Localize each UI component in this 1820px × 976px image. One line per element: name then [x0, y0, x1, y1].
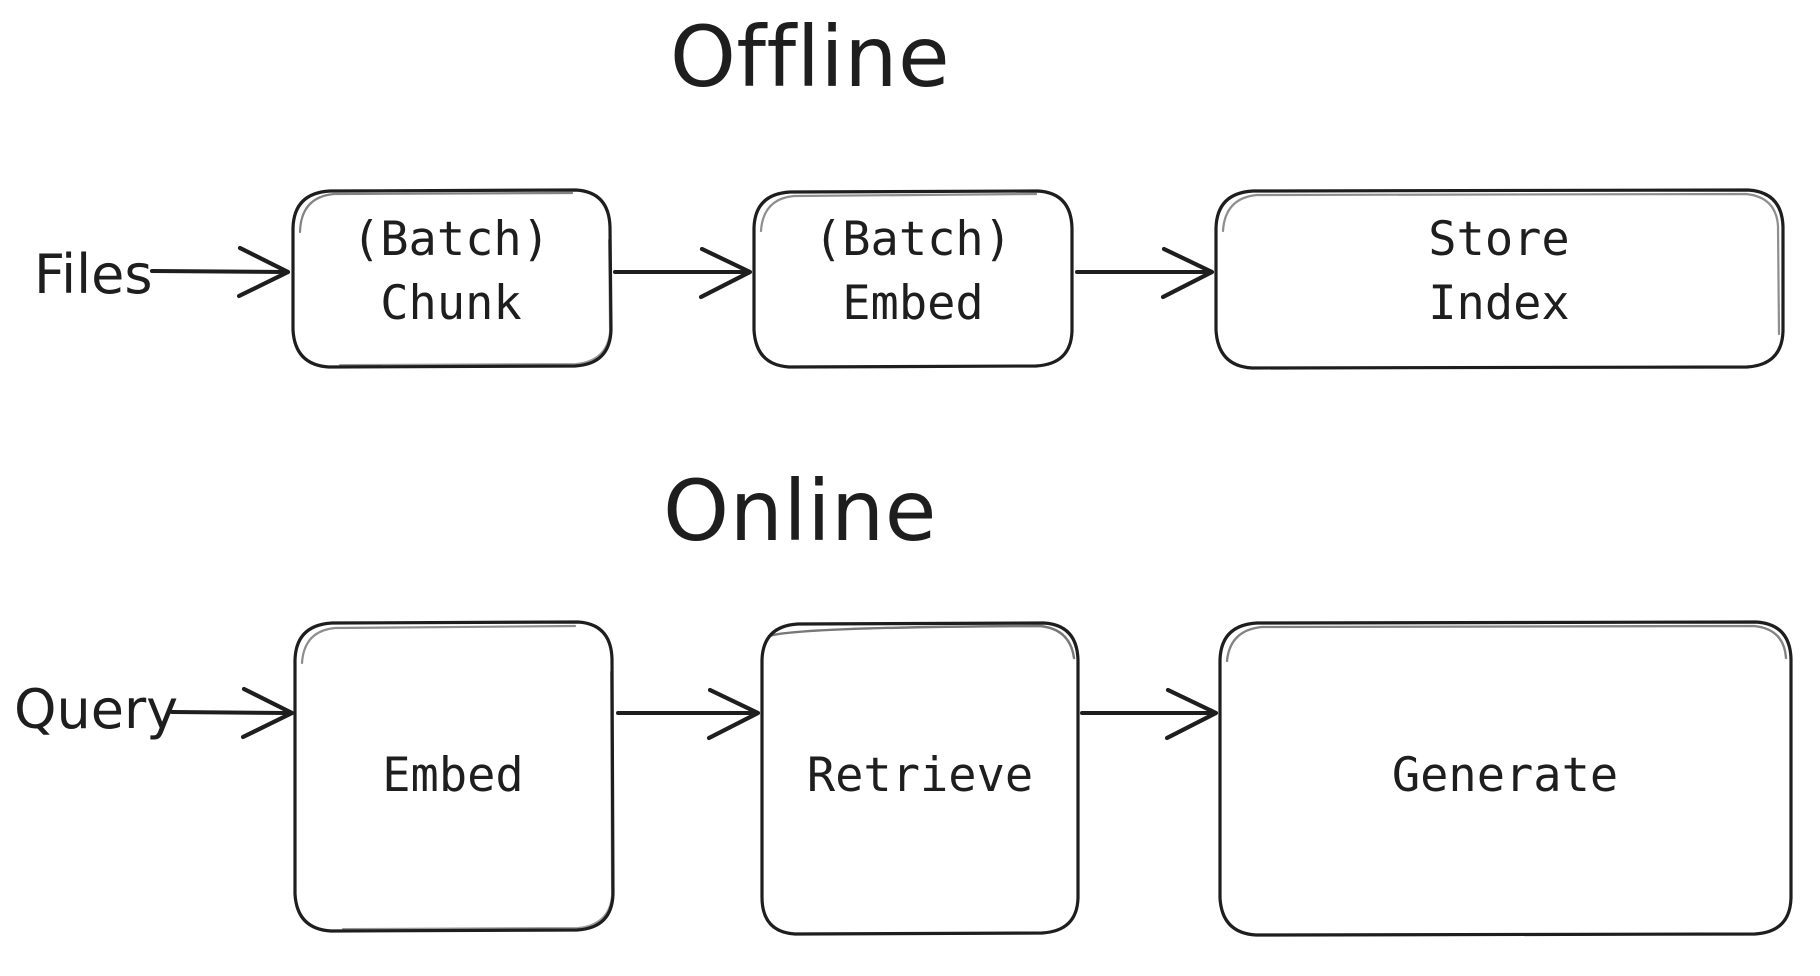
node-shape-batch-chunk	[291, 188, 613, 369]
source-label-files: Files	[34, 243, 153, 306]
arrow-retrieve-to-generate	[1080, 687, 1219, 741]
node-label-retrieve: Retrieve	[806, 748, 1034, 803]
section-title-online: Online	[663, 462, 937, 560]
node-label-batch-embed-line2: Embed	[842, 276, 984, 331]
node-label-generate: Generate	[1391, 748, 1619, 803]
node-label-batch-chunk-line2: Chunk	[380, 276, 522, 331]
arrow-chunk-to-embed	[613, 246, 753, 300]
node-label-batch-chunk-line1: (Batch)	[351, 212, 551, 267]
node-shape-generate	[1218, 620, 1793, 937]
node-shape-retrieve	[760, 621, 1080, 936]
arrow-embed-to-retrieve	[616, 687, 761, 741]
node-shape-batch-embed	[752, 189, 1074, 369]
node-label-store-index-line1: Store	[1428, 212, 1570, 267]
node-shape-embed	[293, 620, 615, 933]
arrow-files-to-chunk	[150, 245, 291, 299]
arrow-embed-to-store	[1075, 246, 1215, 300]
node-shape-store-index	[1214, 188, 1785, 370]
node-label-batch-embed-line1: (Batch)	[813, 212, 1013, 267]
source-label-query: Query	[14, 678, 179, 741]
section-title-offline: Offline	[669, 8, 951, 106]
arrow-query-to-embed	[170, 686, 295, 740]
node-label-embed: Embed	[382, 748, 524, 803]
node-label-store-index-line2: Index	[1428, 276, 1570, 331]
